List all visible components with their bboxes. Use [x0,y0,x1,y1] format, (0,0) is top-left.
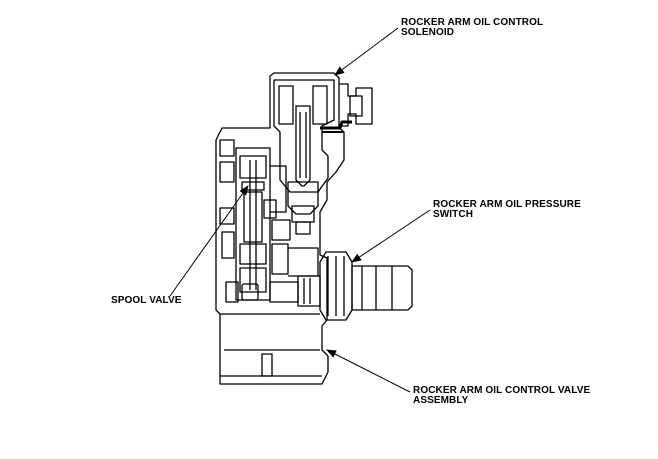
valve-assembly-label: ROCKER ARM OIL CONTROL VALVE ASSEMBLY [413,386,590,406]
spool-land-lower [239,267,267,293]
spool-bore [235,147,271,301]
spool-valve-label-line1: SPOOL VALVE [111,295,182,306]
solenoid-plunger [295,105,311,187]
valve-body-outline [215,72,345,385]
pressure-switch-nut [319,251,353,321]
pressure-switch-label-line1: ROCKER ARM OIL PRESSURE [433,199,581,210]
valve-assembly-label-line1: ROCKER ARM OIL CONTROL VALVE [413,385,591,396]
solenoid-label-line1: ROCKER ARM OIL CONTROL [401,17,544,28]
solenoid-label-line2: SOLENOID [401,27,455,38]
solenoid-housing [273,79,335,193]
solenoid-coil-right [312,85,328,125]
spool-valve-label: SPOOL VALVE [111,296,182,306]
pressure-switch-label: ROCKER ARM OIL PRESSURE SWITCH [433,200,581,220]
solenoid-connector [339,83,373,127]
pressure-switch-body [351,265,413,311]
spool-land-upper [239,155,267,179]
solenoid-coil-left [278,85,294,125]
valve-assembly-label-line2: ASSEMBLY [413,395,469,406]
valve-assembly-leader [326,349,411,393]
pressure-switch-label-line2: SWITCH [433,209,474,220]
solenoid-label: ROCKER ARM OIL CONTROL SOLENOID [401,18,543,38]
solenoid-leader [334,27,399,76]
spool-valve-leader [169,185,249,297]
pressure-switch-leader [351,209,431,263]
